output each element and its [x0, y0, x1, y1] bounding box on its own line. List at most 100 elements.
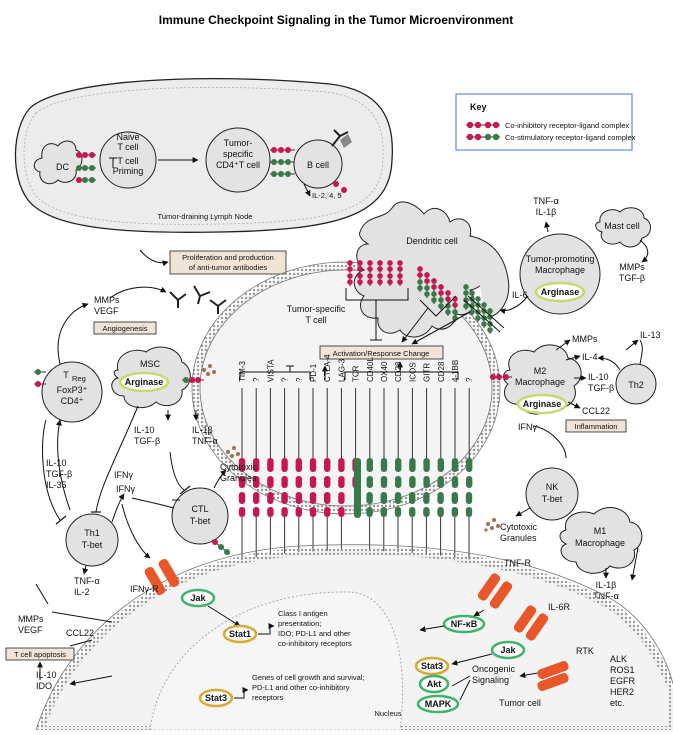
- msc-arginase-label: Arginase: [125, 377, 164, 387]
- b-cell-label: B cell: [307, 160, 329, 170]
- treg-th1-inhibit-bar: [55, 515, 67, 525]
- receptor-top-label: VISTA: [266, 359, 275, 382]
- ctl-ifng-line: [131, 497, 175, 509]
- stat1-text-1: presentation;: [278, 619, 321, 628]
- dc-complex-bead: [367, 266, 373, 272]
- ligand-domain: [437, 492, 444, 504]
- dc-complex-bead: [438, 290, 444, 296]
- ifng-receptor-label: IFNγ-R: [130, 584, 159, 594]
- tumor-secretion-lines: [51, 611, 113, 647]
- mapk-badge: [416, 694, 460, 714]
- t-cell-apoptosis-box: [5, 647, 75, 661]
- receptor-domain: [423, 458, 430, 472]
- tam-il6-label: IL-6: [512, 290, 528, 300]
- ctl-inhibit-line: [169, 451, 185, 491]
- ctl-granules-icon: [226, 446, 240, 458]
- th1-il35-label: IL-35: [46, 480, 67, 490]
- dendritic-cell-arm: [469, 235, 510, 319]
- receptor-domain: [309, 476, 317, 488]
- ligand-domain: [423, 507, 430, 517]
- m1-label-1: M1: [594, 526, 607, 536]
- jak-stat3-arrow: [451, 653, 493, 666]
- m1-macrophage: [559, 507, 643, 574]
- ligand-domain: [366, 492, 373, 504]
- th1-il2-label: IL-2: [74, 587, 90, 597]
- th2-cell: [615, 363, 657, 405]
- receptor-top-label: ?: [295, 377, 304, 382]
- dc-complex-bead: [481, 321, 487, 327]
- th1-ifng-arrow: [111, 493, 125, 523]
- ligand-domain: [324, 507, 331, 517]
- naive-label-2: T cell: [117, 142, 138, 152]
- dc-complex-bead: [438, 284, 444, 290]
- priming-inhibit-mark: [109, 157, 117, 168]
- th1-cell: [65, 513, 119, 567]
- tam-il6-arrow: [499, 295, 529, 315]
- antigen-icon: [340, 134, 352, 148]
- receptor-top-label: 4-1BB: [451, 360, 460, 382]
- angiogenesis-text: Angiogenesis: [102, 324, 147, 333]
- dc-complex-bead: [475, 296, 481, 302]
- th2-il13-label: IL-13: [640, 330, 661, 340]
- m2-arginase-label: Arginase: [523, 399, 562, 409]
- m2-label-1: M2: [534, 366, 547, 376]
- th1-tnf-arrow: [82, 565, 89, 575]
- dc-complex-bead: [397, 266, 403, 272]
- nk-granules-icon: [484, 518, 500, 532]
- ctl-inhibit-bar: [179, 485, 191, 495]
- dc-complex-bead: [397, 273, 403, 279]
- ligand-domain: [437, 507, 444, 517]
- ligand-domain: [309, 507, 317, 517]
- tnf-receptor-label: TNF-R: [504, 558, 531, 568]
- dc-naive-complex-1: [76, 152, 96, 183]
- receptor-domain: [409, 476, 416, 488]
- dc-complex-bead: [357, 266, 363, 272]
- ligand-domain: [238, 507, 246, 517]
- dc-complex-bead: [463, 303, 469, 309]
- oncogenic-label-1: Oncogenic: [472, 664, 516, 674]
- tumor-il10-label: IL-10: [36, 670, 57, 680]
- receptor-domain: [309, 458, 317, 472]
- receptor-top-label: LAG-3: [337, 358, 346, 382]
- dc-label: DC: [56, 162, 69, 172]
- dc-complex-bead: [387, 273, 393, 279]
- receptor-top-label: TCR: [352, 365, 361, 382]
- t-cell-apoptosis-text: T cell apoptosis: [14, 650, 66, 659]
- tumor-mmps-label: MMPs: [18, 614, 44, 624]
- m1-label-2: Macrophage: [575, 538, 625, 548]
- nfkb-badge: [442, 614, 486, 634]
- oncogenic-label-2: Signaling: [472, 675, 509, 685]
- ctl-tgfb-label: TGF-β: [134, 436, 160, 446]
- dc-complex-bead: [431, 297, 437, 303]
- msc-complex: [182, 377, 204, 383]
- th2-il13-line: [639, 339, 643, 365]
- il6-receptor: [513, 605, 549, 641]
- receptor-top-label: ?: [252, 377, 261, 382]
- receptor-domain: [324, 458, 331, 472]
- treg-label-foxp3: FoxP3⁺: [57, 385, 88, 395]
- inflammation-box: [565, 419, 627, 433]
- stat1-text-3: co-inhibitory receptors: [278, 639, 352, 648]
- th2-il13-arrow: [625, 339, 639, 351]
- t-cell-outer-line: [191, 261, 501, 515]
- ctl-tumor-complex: [211, 539, 231, 555]
- tsp-label-2: specific: [223, 149, 254, 159]
- stat3-badge-cytoplasm: [414, 656, 450, 676]
- tnf-receptor: [477, 573, 513, 609]
- msc-label: MSC: [140, 359, 161, 369]
- dc-complex-bead: [463, 284, 469, 290]
- tam-arginase-badge: [534, 281, 586, 303]
- activation-bracket: [239, 361, 459, 380]
- stat3-text-2: receptors: [252, 693, 284, 702]
- receptor-domain: [253, 476, 260, 488]
- akt-label: Akt: [427, 679, 442, 689]
- dendritic-cell-complexes: [347, 260, 493, 334]
- nfkb-label: NF-κB: [451, 619, 478, 629]
- tsp-label-3: CD4⁺T cell: [216, 160, 260, 170]
- t-cell-label-2: T cell: [305, 315, 326, 325]
- treg-th1-inhibit: [42, 419, 61, 521]
- m2-il10-label: IL-10: [588, 372, 609, 382]
- m2-ccl22-arrow: [567, 401, 581, 409]
- dc-complex-bead: [445, 290, 451, 296]
